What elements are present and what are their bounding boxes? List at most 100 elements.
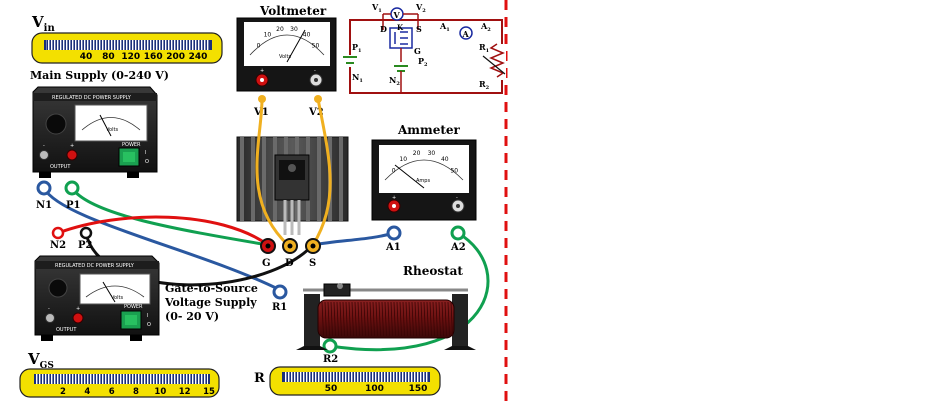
slider-tick-label: 200 [166, 52, 185, 62]
svg-text:REGULATED DC POWER SUPPLY: REGULATED DC POWER SUPPLY [55, 263, 135, 269]
svg-text:Ammeter: Ammeter [397, 123, 461, 137]
svg-text:-: - [43, 143, 45, 149]
meter-scale-label: 20 [413, 150, 421, 157]
terminal-n2[interactable] [51, 226, 65, 240]
terminal-r1[interactable] [272, 284, 288, 300]
svg-text:A1: A1 [385, 242, 401, 253]
svg-text:Volts: Volts [111, 295, 123, 301]
svg-text:K: K [397, 23, 404, 32]
svg-text:O: O [145, 159, 149, 165]
terminal-a2[interactable] [450, 225, 466, 241]
meter-scale-label: 30 [428, 150, 436, 157]
svg-text:V2: V2 [308, 107, 324, 118]
svg-text:+: + [392, 195, 396, 201]
svg-text:P2: P2 [418, 56, 428, 68]
slider-tick-label: 10 [154, 387, 166, 397]
svg-text:S: S [309, 258, 316, 269]
svg-text:P1: P1 [66, 200, 80, 211]
svg-text:(0- 20 V): (0- 20 V) [165, 310, 219, 323]
svg-text:R1: R1 [272, 302, 287, 313]
terminal-n1[interactable] [36, 180, 52, 196]
slider-tick-label: 15 [203, 387, 215, 397]
svg-text:P2: P2 [78, 240, 93, 251]
main-supply-minus-terminal[interactable] [39, 150, 49, 160]
svg-text:POWER: POWER [124, 304, 143, 310]
svg-text:Gate-to-Source: Gate-to-Source [165, 282, 258, 295]
main-supply-plus-terminal[interactable] [66, 149, 78, 161]
r-tick-labels: 50 100 150 [325, 384, 428, 394]
rheostat: Rheostat [296, 264, 476, 350]
meter-scale-label: 40 [303, 32, 311, 39]
svg-text:-: - [314, 68, 316, 74]
slider-tick-label: 150 [409, 384, 428, 394]
r-slider[interactable]: R 50 100 150 [254, 366, 441, 396]
svg-text:Volts: Volts [279, 54, 291, 60]
svg-text:N2: N2 [50, 240, 66, 251]
r-label: R [254, 371, 265, 386]
slider-tick-label: 80 [102, 52, 115, 62]
slider-tick-label: 50 [325, 384, 338, 394]
svg-text:+: + [70, 143, 74, 149]
slider-tick-label: 6 [109, 387, 115, 397]
meter-scale-label: 40 [441, 156, 449, 163]
gate-power-supply: REGULATED DC POWER SUPPLY Volts - + OUTP… [34, 255, 160, 341]
slider-tick-label: 100 [365, 384, 384, 394]
svg-text:+: + [76, 306, 80, 312]
slider-tick-label: 160 [144, 52, 163, 62]
svg-text:-: - [48, 306, 50, 312]
gate-supply-minus-terminal[interactable] [45, 313, 55, 323]
svg-text:G: G [414, 46, 421, 56]
svg-text:Amps: Amps [416, 178, 430, 184]
svg-text:POWER: POWER [122, 142, 141, 148]
svg-text:-: - [456, 195, 458, 201]
svg-text:Voltage Supply: Voltage Supply [164, 296, 257, 309]
slider-tick-label: 8 [133, 387, 139, 397]
terminal-p1[interactable] [64, 180, 80, 196]
main-supply-label: Main Supply (0-240 V) [30, 69, 169, 82]
slider-tick-label: 2 [60, 387, 66, 397]
terminals: N1 P1 N2 P2 G D S A1 A2 R1 R2 [36, 180, 466, 365]
svg-text:R1: R1 [479, 42, 489, 54]
svg-text:Voltmeter: Voltmeter [259, 4, 327, 18]
svg-text:R2: R2 [323, 354, 338, 365]
svg-text:O: O [147, 322, 151, 328]
svg-text:D: D [380, 24, 387, 34]
schematic: V V1 V2 D S K G P2 N2 P1 N1 A A1 A2 [343, 2, 506, 94]
svg-text:P1: P1 [352, 42, 362, 54]
svg-text:N1: N1 [352, 72, 363, 84]
svg-text:REGULATED DC POWER SUPPLY: REGULATED DC POWER SUPPLY [52, 95, 132, 101]
meter-scale-label: 0 [392, 168, 396, 175]
svg-text:A: A [462, 29, 470, 39]
svg-text:G: G [262, 258, 271, 269]
main-power-supply: REGULATED DC POWER SUPPLY Volts - + OUTP… [32, 86, 158, 178]
meter-scale-label: 20 [276, 26, 284, 33]
svg-text:A2: A2 [480, 21, 491, 33]
svg-text:V2: V2 [415, 2, 426, 14]
terminal-a1[interactable] [386, 225, 402, 241]
meter-scale-label: 30 [290, 26, 298, 33]
svg-text:S: S [416, 24, 422, 34]
svg-text:A1: A1 [439, 21, 450, 33]
svg-text:Volts: Volts [106, 127, 118, 133]
meter-scale-label: 50 [450, 168, 458, 175]
svg-text:V: V [393, 10, 401, 20]
vgs-label: VGS [27, 350, 54, 371]
rheostat-slider[interactable] [323, 283, 351, 297]
terminal-r2[interactable] [322, 338, 338, 354]
slider-tick-label: 240 [189, 52, 208, 62]
terminal-p2[interactable] [79, 226, 93, 240]
gate-supply-plus-terminal[interactable] [72, 312, 84, 324]
slider-tick-label: 120 [121, 52, 140, 62]
svg-text:+: + [260, 68, 264, 74]
svg-text:Rheostat: Rheostat [403, 264, 463, 278]
slider-tick-label: 40 [80, 52, 93, 62]
svg-text:OUTPUT: OUTPUT [50, 164, 71, 170]
svg-text:I: I [145, 150, 146, 156]
